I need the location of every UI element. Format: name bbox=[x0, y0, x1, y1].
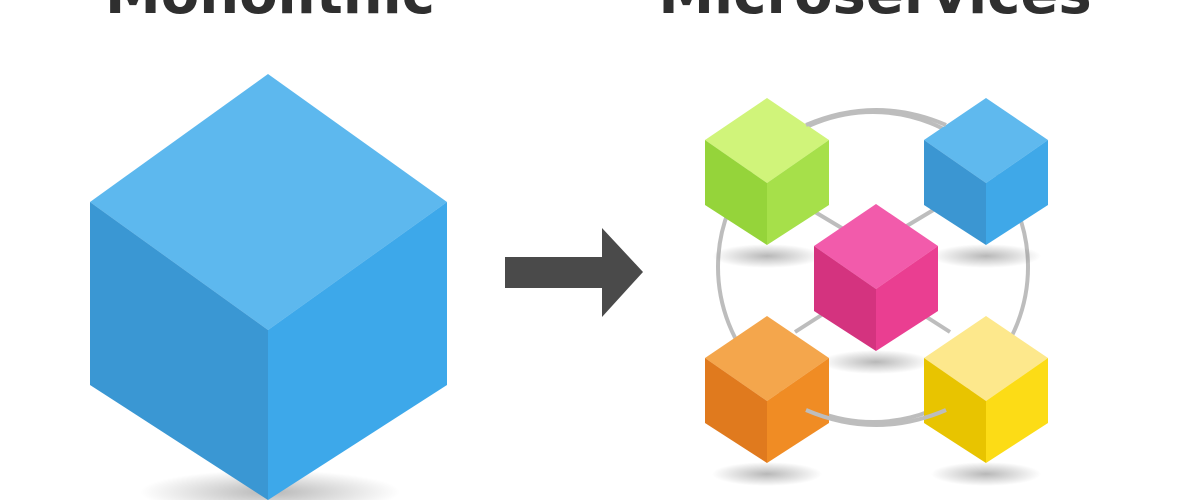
right-arrow-icon bbox=[505, 228, 643, 317]
service-cube-pink-shadow bbox=[821, 350, 931, 374]
monolithic-cube-left bbox=[90, 202, 268, 500]
service-cube-green-left bbox=[705, 140, 767, 245]
microservices-heading: Microservices bbox=[640, 0, 1110, 25]
service-cube-blue-shadow bbox=[931, 244, 1041, 268]
service-cube-yellow-left bbox=[924, 358, 986, 463]
service-cube-pink-right bbox=[876, 246, 938, 351]
service-cube-blue-left bbox=[924, 140, 986, 245]
service-cube-blue bbox=[924, 98, 1048, 268]
service-cube-pink bbox=[814, 204, 938, 374]
service-cube-pink-left bbox=[814, 246, 876, 351]
arc-green-blue bbox=[805, 108, 947, 127]
service-cube-orange-left bbox=[705, 358, 767, 463]
service-cube-green bbox=[705, 98, 829, 268]
service-cube-orange-right bbox=[767, 358, 829, 463]
arc-orange-yellow bbox=[805, 408, 947, 427]
service-cube-pink-top bbox=[814, 204, 938, 289]
service-cube-yellow-right bbox=[986, 358, 1048, 463]
monolithic-cube bbox=[90, 74, 447, 500]
service-cube-blue-top bbox=[924, 98, 1048, 183]
service-cube-orange bbox=[705, 316, 829, 486]
monolithic-cube-top bbox=[90, 74, 447, 330]
monolithic-heading: Monolithic bbox=[60, 0, 480, 25]
service-cube-blue-right bbox=[986, 140, 1048, 245]
monolithic-cube-right bbox=[268, 202, 447, 500]
service-cube-yellow-top bbox=[924, 316, 1048, 401]
service-cube-yellow bbox=[924, 316, 1048, 486]
service-cube-green-right bbox=[767, 140, 829, 245]
service-cube-green-shadow bbox=[712, 244, 822, 268]
service-link-arcs bbox=[805, 108, 947, 427]
service-cube-orange-top bbox=[705, 316, 829, 401]
service-cube-green-top bbox=[705, 98, 829, 183]
service-cube-yellow-shadow bbox=[931, 462, 1041, 486]
service-cube-orange-shadow bbox=[712, 462, 822, 486]
